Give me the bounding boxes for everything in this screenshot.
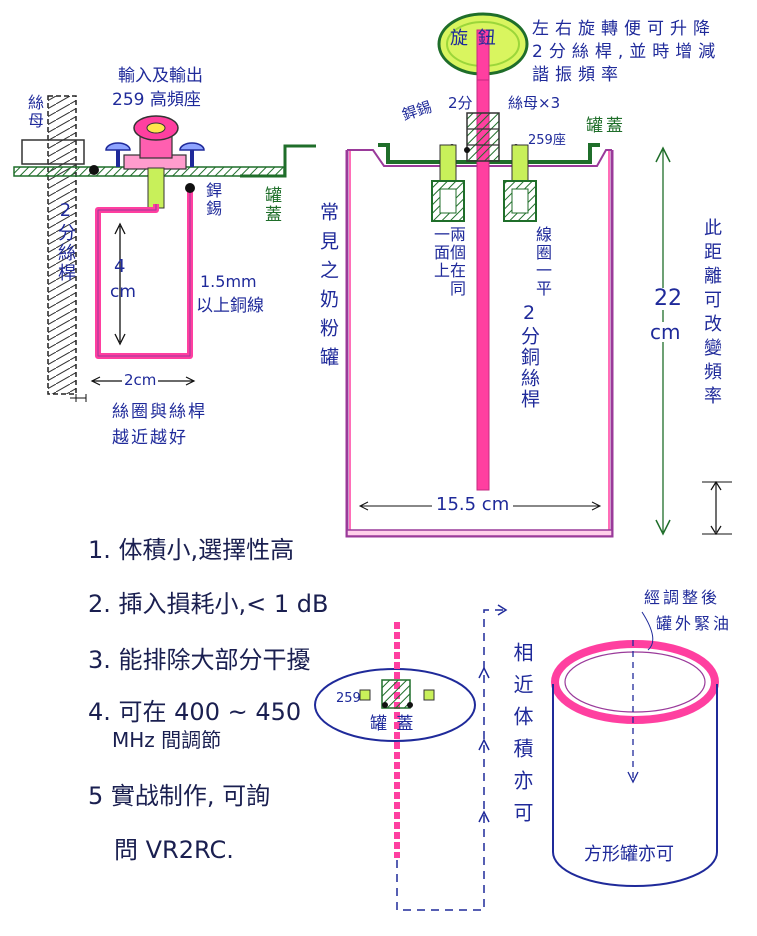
label-io-connector-2: 259 高頻座	[112, 90, 201, 110]
spec-3: 3. 能排除大部分干擾	[88, 646, 311, 674]
label-knob: 旋 鈕	[450, 28, 498, 49]
spec-4b: MHz 間調節	[112, 728, 222, 752]
spec-4: 4. 可在 400 ~ 450	[88, 698, 302, 726]
spec-2: 2. 揷入損耗小,< 1 dB	[88, 590, 329, 618]
label-tuned-note-2: 罐外緊油	[656, 614, 733, 633]
label-height-unit: cm	[648, 320, 683, 344]
label-rod-2fen: 2分絲桿	[55, 200, 76, 283]
label-loop-height-unit: cm	[110, 282, 136, 302]
label-loop-width: 2cm	[122, 371, 159, 389]
label-height-22: 22	[652, 286, 684, 311]
label-right-loop-note: 線圈一平	[533, 226, 552, 298]
label-left-loop-note: 兩個在同一面上	[431, 226, 466, 298]
label-milk-can: 常見之奶粉罐	[317, 202, 339, 376]
label-io-connector: 輸入及輸出	[118, 66, 203, 86]
lid-top-view	[314, 604, 508, 911]
spec-5: 5 實战制作, 可詢	[88, 782, 271, 810]
copper-rod	[476, 29, 490, 491]
label-tuned-note: 經調整後	[644, 588, 721, 607]
label-lid-right: 罐蓋	[586, 116, 626, 136]
label-small-lid: 罐 蓋	[370, 714, 416, 734]
label-conn-259: 259座	[528, 133, 566, 148]
label-gap-note: 絲圈與絲桿	[112, 402, 207, 422]
label-distance-note: 此距離可改變頻率	[701, 218, 722, 410]
label-nut-left: 絲母	[25, 94, 44, 130]
label-lid-left: 罐蓋	[261, 186, 281, 224]
label-solder-left: 銲錫	[203, 182, 222, 218]
label-loop-height: 4	[114, 256, 126, 277]
coupling-loop-wire	[95, 190, 193, 359]
nut-stack	[466, 112, 500, 162]
label-copper-rod: 2分銅絲桿	[518, 302, 540, 410]
label-square-can: 方形罐亦可	[584, 844, 674, 865]
threaded-rod-left	[47, 95, 77, 395]
spec-5b: 問 VR2RC.	[114, 836, 234, 864]
nut-left	[21, 139, 85, 165]
label-top-right-note: 左右旋轉便可升降2分絲桿,並時增減諧振頻率	[532, 19, 722, 85]
label-small-259: 259	[336, 691, 361, 706]
spec-1: 1. 体積小,選擇性高	[88, 536, 295, 564]
label-wire-2: 以上銅線	[196, 296, 264, 316]
adjusted-can-top	[551, 640, 719, 724]
label-wire: 1.5mm	[200, 272, 257, 291]
label-width-155: 15.5 cm	[432, 496, 514, 514]
adjusted-can	[551, 611, 719, 887]
label-gap-note-2: 越近越好	[112, 428, 188, 448]
label-similar-volume: 相近体積亦可	[510, 642, 534, 834]
label-nut-x3: 絲母×3	[508, 94, 561, 112]
label-two-fen: 2分	[448, 94, 473, 112]
